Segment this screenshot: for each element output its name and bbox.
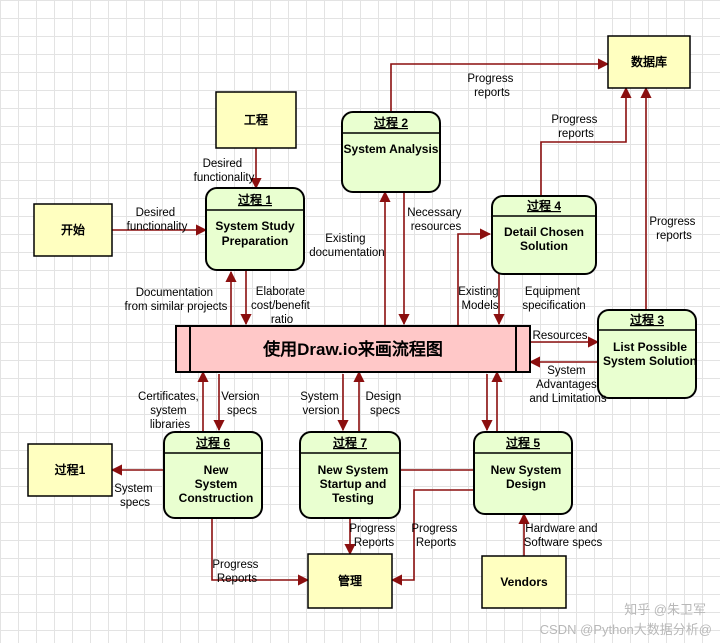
svg-text:过程 3: 过程 3	[630, 312, 664, 327]
label-design-specs: Design specs	[365, 391, 404, 417]
svg-text:Design: Design	[506, 477, 546, 491]
svg-text:工程: 工程	[244, 112, 268, 127]
label-progress-reports-p3: Progress reports	[649, 216, 698, 242]
svg-text:管理: 管理	[338, 573, 362, 588]
label-equipment-specification: Equipment specification	[522, 286, 585, 312]
svg-text:数据库: 数据库	[631, 54, 667, 69]
label-existing-models: Existing Models	[458, 286, 501, 312]
label-desired-functionality-top: Desired functionality	[194, 158, 255, 184]
svg-text:过程 6: 过程 6	[196, 435, 230, 450]
svg-text:开始: 开始	[61, 222, 85, 237]
svg-text:System: System	[195, 477, 238, 491]
label-progress-reports-p5: Progress Reports	[411, 523, 460, 549]
svg-text:Preparation: Preparation	[222, 234, 289, 248]
process-3[interactable]: 过程 3 List Possible System Solution	[597, 309, 697, 399]
svg-text:过程 2: 过程 2	[374, 115, 408, 130]
svg-text:New System: New System	[318, 463, 389, 477]
svg-text:New System: New System	[491, 463, 562, 477]
process-6[interactable]: 过程 6 New System Construction	[163, 431, 263, 519]
label-necessary-resources: Necessary resources	[407, 207, 465, 233]
process-2[interactable]: 过程 2 System Analysis	[341, 111, 441, 193]
flow-labels: Desired functionality Desired functional…	[114, 73, 698, 585]
label-progress-reports-p4: Progress reports	[551, 114, 600, 140]
label-certificates: Certificates, system libraries	[138, 391, 202, 431]
label-hardware-software-specs: Hardware and Software specs	[524, 523, 603, 549]
external-process1[interactable]: 过程1	[27, 443, 113, 497]
svg-text:List Possible: List Possible	[613, 340, 687, 354]
flow-p2-to-database	[390, 58, 610, 112]
svg-text:过程 1: 过程 1	[238, 192, 272, 207]
label-progress-reports-top: Progress reports	[467, 73, 516, 99]
flow-lines	[110, 58, 652, 586]
label-system-version: System version	[300, 391, 342, 417]
svg-text:Vendors: Vendors	[500, 575, 548, 589]
svg-text:Solution: Solution	[520, 239, 568, 253]
process-5[interactable]: 过程 5 New System Design	[473, 431, 573, 515]
svg-text:Startup and: Startup and	[320, 477, 387, 491]
external-database[interactable]: 数据库	[607, 35, 691, 89]
process-1[interactable]: 过程 1 System Study Preparation	[205, 187, 305, 271]
label-desired-functionality-left: Desired functionality	[127, 207, 188, 233]
svg-text:过程 5: 过程 5	[506, 435, 540, 450]
label-documentation: Documentation from similar projects	[125, 287, 228, 313]
svg-text:过程1: 过程1	[55, 462, 86, 477]
watermark-zhihu: 知乎 @朱卫军	[624, 602, 706, 617]
svg-text:New: New	[204, 463, 229, 477]
svg-text:System Analysis: System Analysis	[344, 142, 439, 156]
external-vendors[interactable]: Vendors	[481, 555, 567, 609]
flow-p4-to-database	[540, 86, 632, 196]
label-existing-documentation: Existing documentation	[309, 233, 384, 259]
flow-p5-to-manage	[390, 489, 474, 586]
watermark-csdn: CSDN @Python大数据分析@	[540, 622, 712, 637]
watermark: 知乎 @朱卫军 CSDN @Python大数据分析@	[540, 602, 712, 637]
svg-text:使用Draw.io来画流程图: 使用Draw.io来画流程图	[262, 339, 443, 359]
label-system-advantages: System Advantages and Limitations	[529, 365, 607, 405]
flow-p6-to-manage	[211, 518, 310, 586]
label-version-specs: Version specs	[221, 391, 263, 417]
label-resources: Resources	[533, 330, 588, 342]
external-project[interactable]: 工程	[215, 91, 297, 149]
svg-text:System Solution: System Solution	[603, 354, 697, 368]
svg-text:Detail Chosen: Detail Chosen	[504, 225, 584, 239]
svg-text:System Study: System Study	[215, 219, 295, 233]
svg-text:Testing: Testing	[332, 491, 374, 505]
process-4[interactable]: 过程 4 Detail Chosen Solution	[491, 195, 597, 275]
label-elaborate: Elaborate cost/benefit ratio	[251, 286, 313, 326]
label-progress-reports-p7: Progress Reports	[349, 523, 398, 549]
external-start[interactable]: 开始	[33, 203, 113, 257]
label-system-specs: System specs	[114, 483, 156, 509]
svg-text:Construction: Construction	[179, 491, 254, 505]
external-manage[interactable]: 管理	[307, 553, 393, 609]
svg-text:过程 4: 过程 4	[527, 198, 561, 213]
label-progress-reports-p6: Progress Reports	[212, 559, 261, 585]
svg-text:过程 7: 过程 7	[333, 435, 367, 450]
flow-central-to-p4	[457, 228, 492, 326]
central-data-store[interactable]: 使用Draw.io来画流程图	[175, 325, 531, 373]
process-7[interactable]: 过程 7 New System Startup and Testing	[299, 431, 401, 519]
